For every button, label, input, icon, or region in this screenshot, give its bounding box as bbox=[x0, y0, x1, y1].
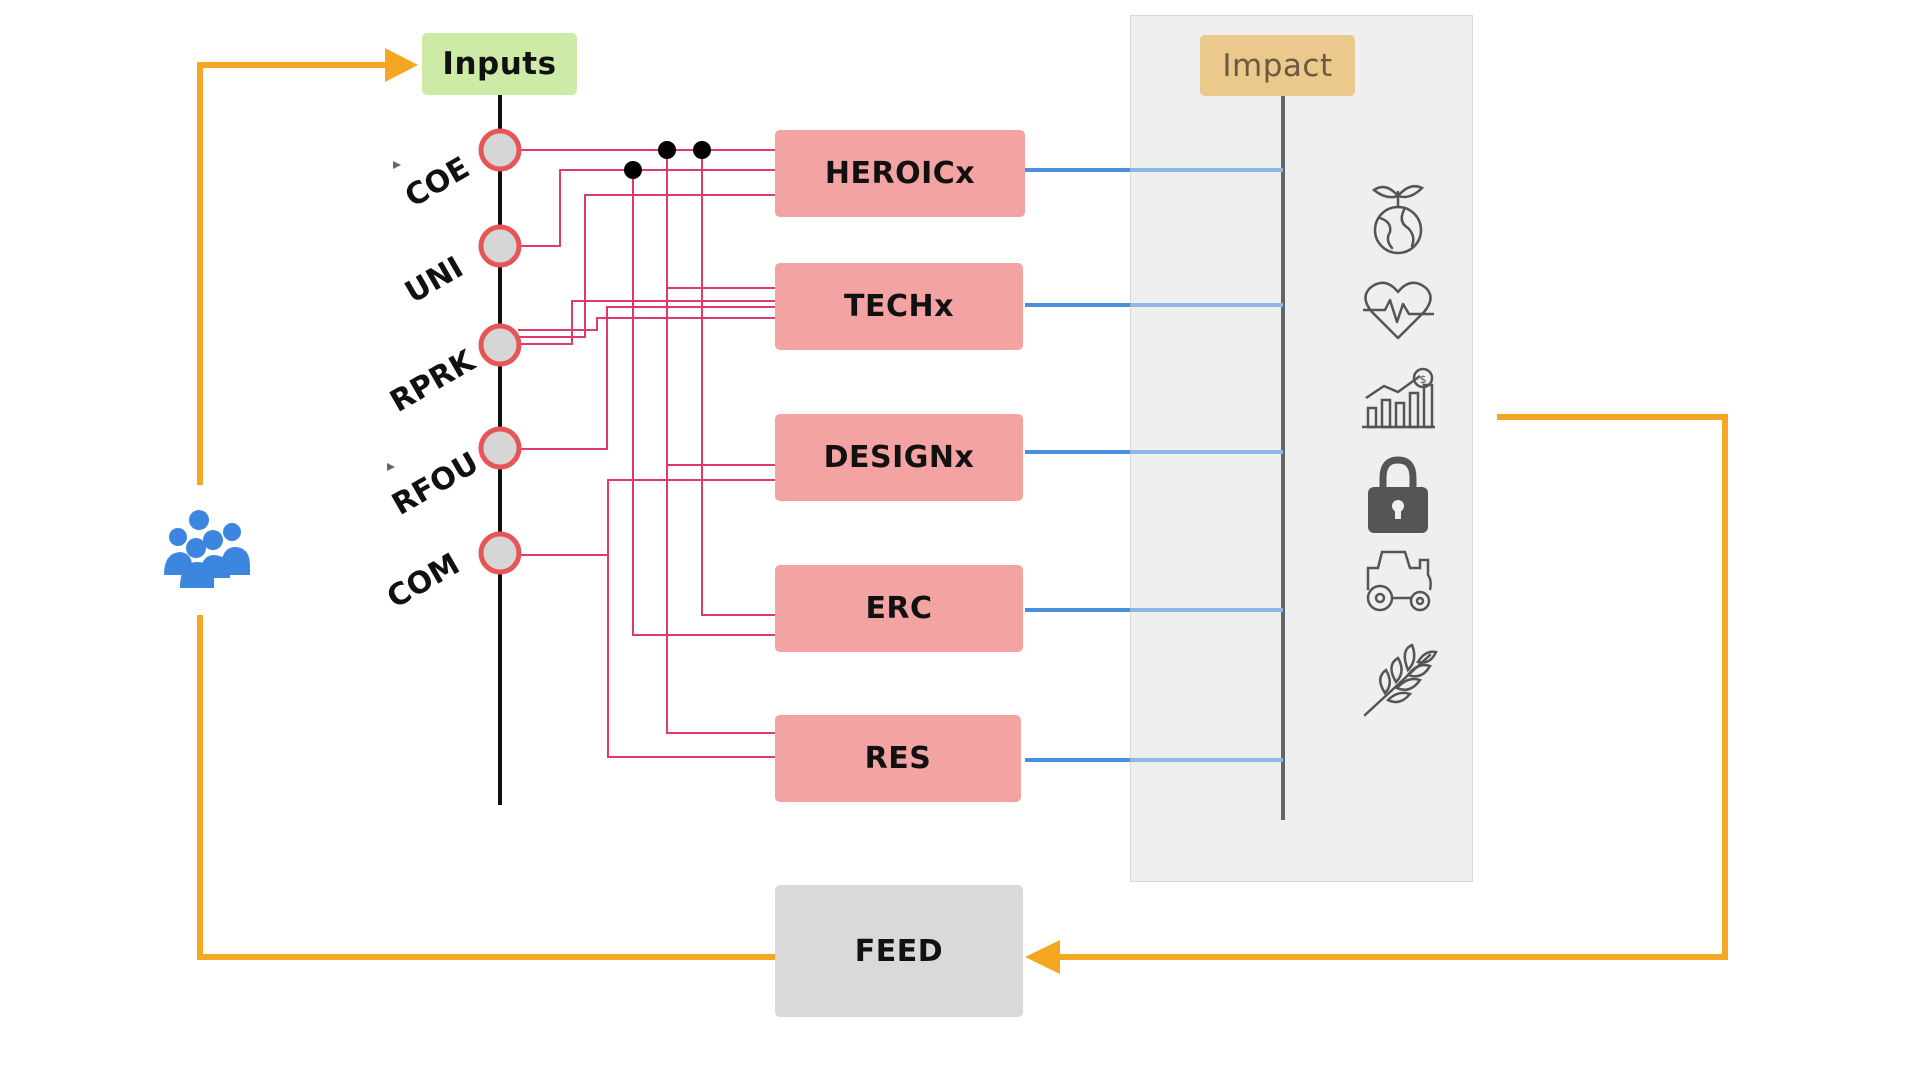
module-erc[interactable]: ERC bbox=[775, 565, 1023, 652]
junction-dot bbox=[693, 141, 711, 159]
feed-box[interactable]: FEED bbox=[775, 885, 1023, 1017]
arrowhead-to-feed bbox=[1025, 940, 1060, 974]
feedback-left-line bbox=[197, 615, 775, 960]
junction-dot bbox=[624, 161, 642, 179]
input-module-connectors bbox=[518, 149, 775, 758]
module-res[interactable]: RES bbox=[775, 715, 1021, 802]
input-node-rprk[interactable] bbox=[478, 323, 522, 367]
input-node-uni[interactable] bbox=[478, 224, 522, 268]
feedback-right-line bbox=[1055, 414, 1728, 960]
small-marker-icon bbox=[393, 161, 401, 169]
feedback-loop bbox=[197, 62, 1728, 960]
feedback-up-line bbox=[197, 62, 395, 485]
small-marker-icon bbox=[387, 463, 395, 471]
impact-header: Impact bbox=[1200, 35, 1355, 96]
inputs-header: Inputs bbox=[422, 33, 577, 95]
module-designx[interactable]: DESIGNx bbox=[775, 414, 1023, 501]
arrowhead-to-inputs bbox=[385, 48, 418, 82]
input-node-com[interactable] bbox=[478, 531, 522, 575]
input-node-coe[interactable] bbox=[478, 128, 522, 172]
input-node-rfou[interactable] bbox=[478, 426, 522, 470]
impact-panel bbox=[1130, 15, 1473, 882]
module-heroicx[interactable]: HEROICx bbox=[775, 130, 1025, 217]
module-techx[interactable]: TECHx bbox=[775, 263, 1023, 350]
junction-dot bbox=[658, 141, 676, 159]
